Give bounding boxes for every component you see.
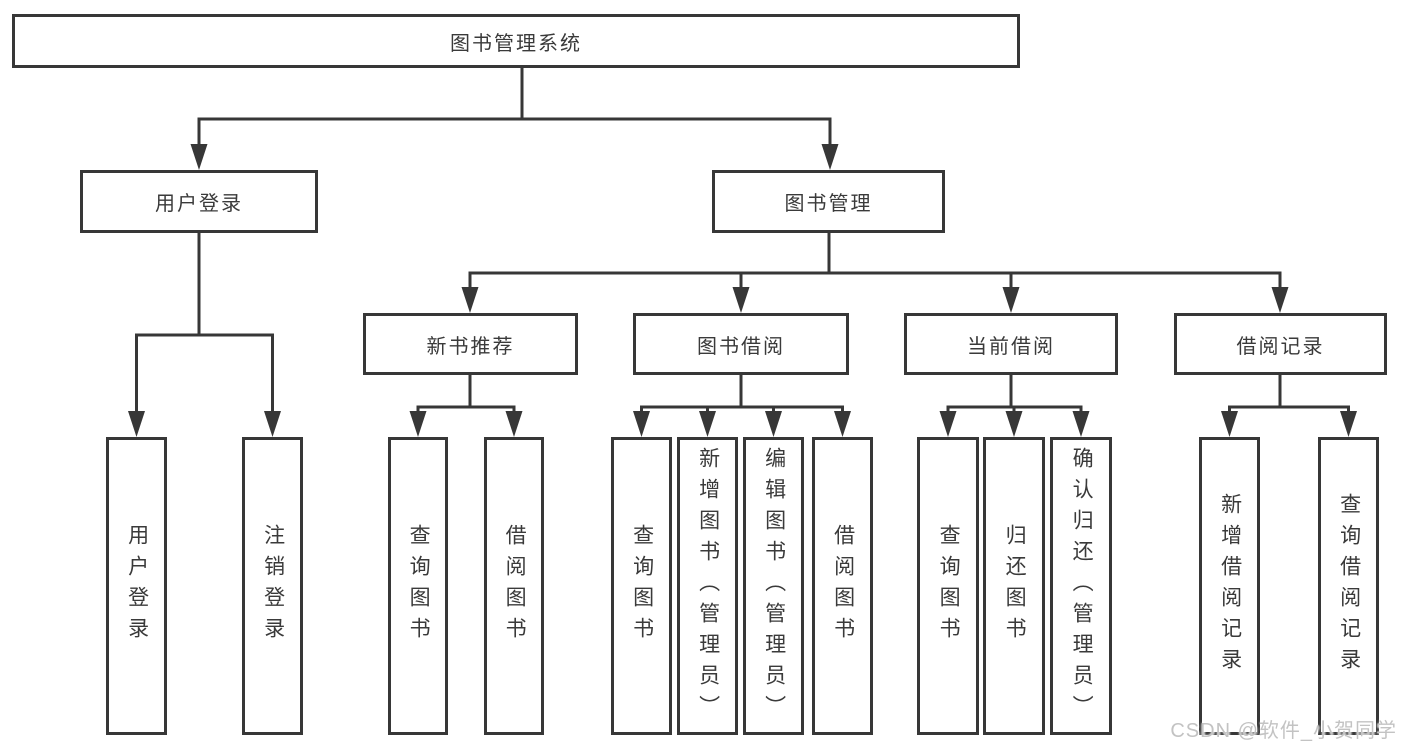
leaf-borrow-books-a: 借阅图书 [484, 437, 544, 735]
arrowheads [128, 144, 1357, 437]
watermark: CSDN @软件_小贺同学 [1170, 720, 1397, 742]
leaf-return-books-label: 归还图书 [1003, 524, 1027, 648]
leaf-query-books-a-label: 查询图书 [407, 524, 431, 648]
leaf-query-borrow-record: 查询借阅记录 [1318, 437, 1379, 735]
node-borrow-records: 借阅记录 [1174, 313, 1387, 375]
leaf-user-login: 用户登录 [106, 437, 167, 735]
leaf-edit-books-admin-label: 编辑图书（管理员） [762, 446, 786, 726]
leaf-confirm-return-admin: 确认归还（管理员） [1050, 437, 1112, 735]
leaf-add-borrow-record-label: 新增借阅记录 [1218, 493, 1242, 679]
leaf-add-books-admin-label: 新增图书（管理员） [696, 446, 720, 726]
leaf-query-books-b-label: 查询图书 [630, 524, 654, 648]
leaf-query-books-c: 查询图书 [917, 437, 979, 735]
leaf-edit-books-admin: 编辑图书（管理员） [743, 437, 804, 735]
node-new-recommend-label: 新书推荐 [426, 335, 515, 358]
leaf-borrow-books-a-label: 借阅图书 [503, 524, 527, 648]
node-book-borrow: 图书借阅 [633, 313, 849, 375]
node-borrow-records-label: 借阅记录 [1236, 335, 1325, 358]
node-current-borrow-label: 当前借阅 [967, 335, 1055, 358]
node-book-borrow-label: 图书借阅 [697, 335, 785, 358]
leaf-query-books-a: 查询图书 [388, 437, 448, 735]
leaf-query-books-b: 查询图书 [611, 437, 672, 735]
node-current-borrow: 当前借阅 [904, 313, 1118, 375]
leaf-query-books-c-label: 查询图书 [937, 524, 961, 648]
leaf-add-borrow-record: 新增借阅记录 [1199, 437, 1260, 735]
leaf-logout: 注销登录 [242, 437, 303, 735]
node-user-login: 用户登录 [80, 170, 318, 233]
leaf-add-books-admin: 新增图书（管理员） [677, 437, 738, 735]
node-root: 图书管理系统 [12, 14, 1020, 68]
node-user-login-label: 用户登录 [155, 193, 243, 215]
node-new-recommend: 新书推荐 [363, 313, 578, 375]
leaf-return-books: 归还图书 [983, 437, 1045, 735]
leaf-borrow-books-b-label: 借阅图书 [831, 524, 855, 648]
leaf-user-login-label: 用户登录 [125, 524, 149, 648]
leaf-borrow-books-b: 借阅图书 [812, 437, 873, 735]
node-book-mgmt-label: 图书管理 [784, 193, 873, 215]
node-root-label: 图书管理系统 [450, 32, 582, 55]
leaf-logout-label: 注销登录 [261, 524, 285, 648]
leaf-query-borrow-record-label: 查询借阅记录 [1337, 493, 1361, 679]
node-book-mgmt: 图书管理 [712, 170, 945, 233]
leaf-confirm-return-admin-label: 确认归还（管理员） [1070, 446, 1094, 726]
